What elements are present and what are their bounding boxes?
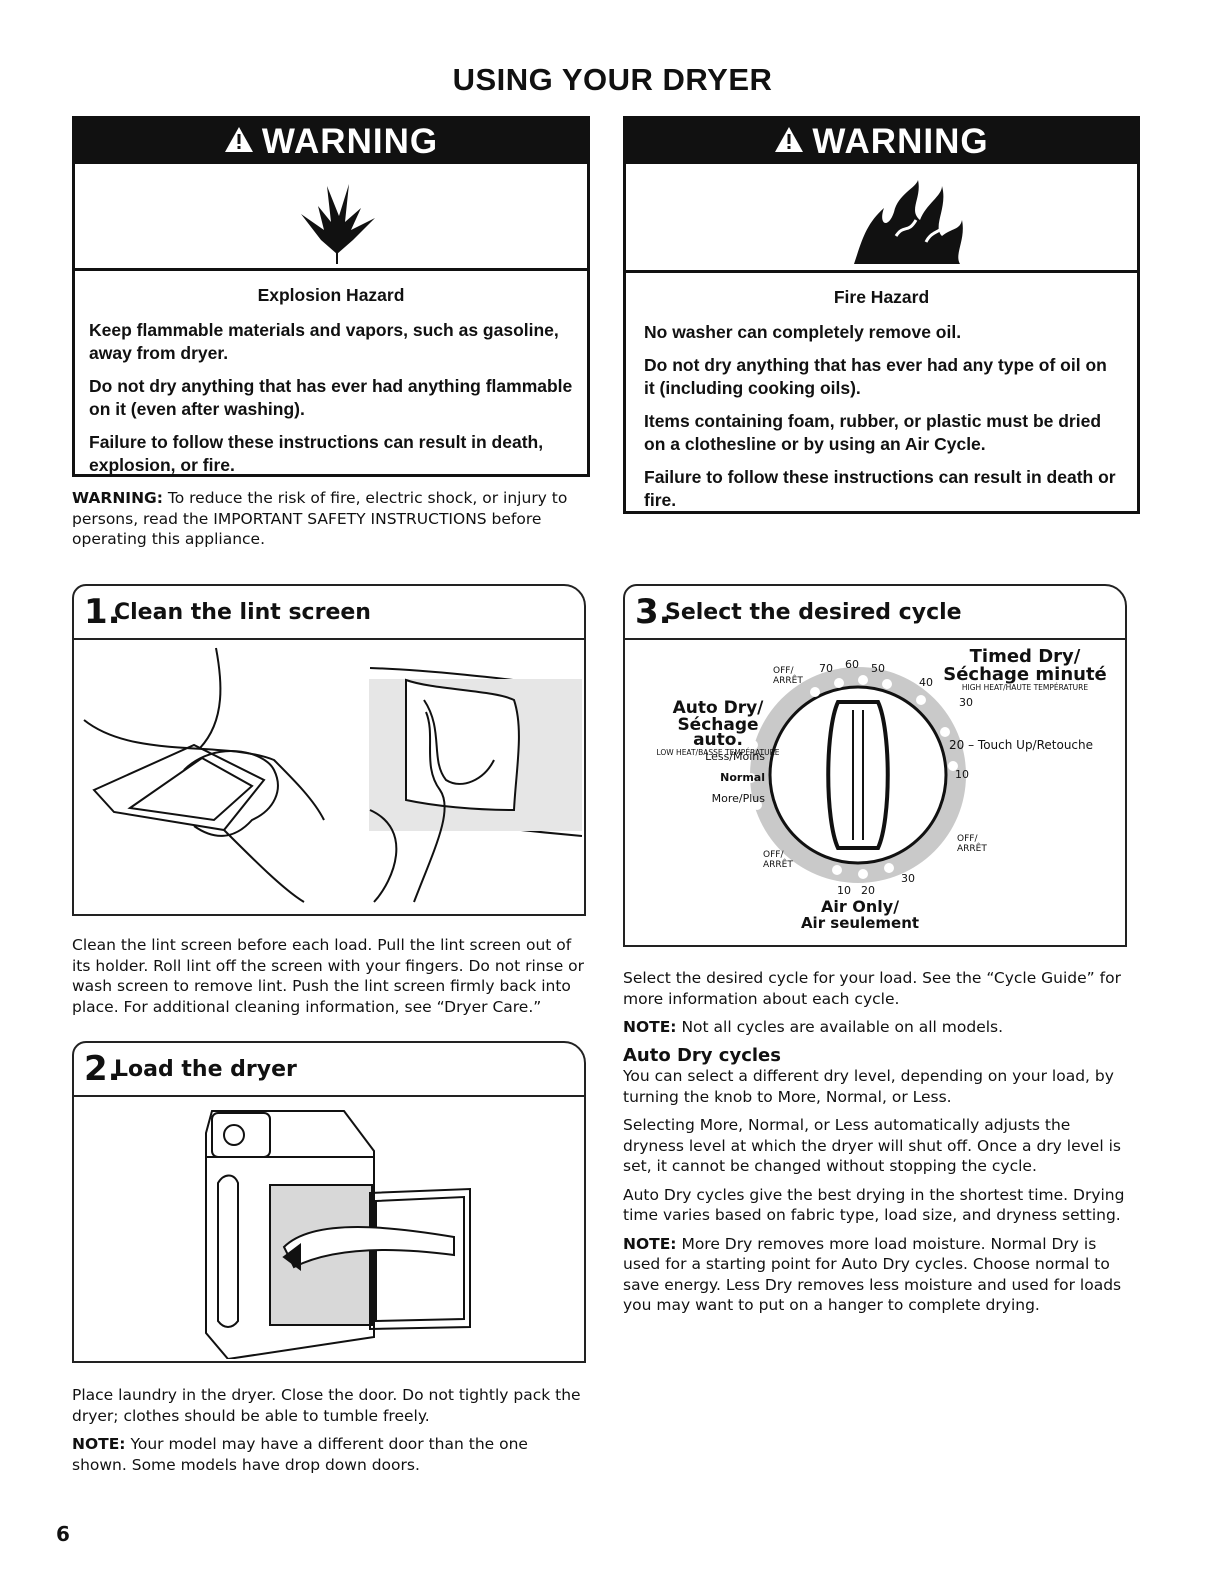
- step-2-box: 2. Load the dryer: [72, 1041, 586, 1363]
- more-label: More/Plus: [711, 792, 765, 805]
- step-3-header: 3. Select the desired cycle: [625, 586, 1125, 640]
- tick-10: 10: [955, 768, 969, 781]
- normal-label: Normal: [720, 771, 765, 784]
- step-title: Select the desired cycle: [665, 600, 962, 625]
- explosion-icon: [75, 164, 587, 271]
- warning-box-explosion: WARNING Explosion Hazard Keep flammable …: [72, 116, 590, 477]
- auto-dry-heading: Auto Dry cycles: [623, 1044, 781, 1066]
- warning-line: Keep flammable materials and vapors, suc…: [89, 320, 559, 363]
- off-label: OFF/ARRÊT: [773, 666, 803, 686]
- page-title: USING YOUR DRYER: [452, 62, 773, 97]
- hazard-title: Fire Hazard: [833, 287, 930, 307]
- warning-header: WARNING: [75, 119, 587, 164]
- step-2-header: 2. Load the dryer: [74, 1043, 584, 1097]
- step-number: 3.: [635, 592, 672, 632]
- tick-40: 40: [919, 676, 933, 689]
- safety-note-label: WARNING:: [72, 489, 163, 507]
- air-tick-30: 30: [901, 872, 915, 885]
- step-number: 1.: [84, 592, 121, 632]
- warning-line: Do not dry anything that has ever had an…: [89, 376, 573, 419]
- step-1-header: 1. Clean the lint screen: [74, 586, 584, 640]
- note-label: NOTE:: [72, 1435, 126, 1453]
- tick-70: 70: [819, 662, 833, 675]
- step-2-text: Place laundry in the dryer. Close the do…: [72, 1386, 581, 1474]
- step-title: Clean the lint screen: [114, 600, 371, 625]
- off-label: OFF/ARRÊT: [763, 850, 793, 870]
- warning-line: No washer can completely remove oil.: [644, 322, 962, 342]
- hazard-title: Explosion Hazard: [257, 285, 405, 305]
- step-1-box: 1. Clean the lint screen: [72, 584, 586, 916]
- warning-line: Failure to follow these instructions can…: [644, 467, 1116, 510]
- step-1-text: Clean the lint screen before each load. …: [72, 936, 585, 1016]
- air-tick-10: 10: [837, 884, 851, 897]
- air-tick-20: 20: [861, 884, 875, 897]
- warning-line: Failure to follow these instructions can…: [89, 432, 544, 475]
- tick-30: 30: [959, 696, 973, 709]
- safety-note: WARNING: To reduce the risk of fire, ele…: [72, 488, 572, 550]
- lint-screen-illustration: [74, 640, 583, 916]
- warning-line: Do not dry anything that has ever had an…: [644, 355, 1107, 398]
- warning-header: WARNING: [626, 119, 1137, 164]
- dryer-illustration: [74, 1097, 582, 1363]
- warning-triangle-icon: [224, 119, 254, 165]
- safety-note-text: To reduce the risk of fire, electric sho…: [72, 489, 568, 548]
- auto-dry-label: Auto Dry/ Séchage auto. LOW HEAT/BASSE T…: [656, 698, 780, 757]
- warning-triangle-icon: [774, 119, 804, 165]
- touch-up-label: 20 – Touch Up/Retouche: [949, 738, 1094, 752]
- fire-icon: [626, 164, 1137, 273]
- off-label: OFF/ARRÊT: [957, 834, 987, 854]
- tick-60: 60: [845, 658, 859, 671]
- note-label: NOTE:: [623, 1018, 677, 1036]
- warning-line: Items containing foam, rubber, or plasti…: [644, 411, 1102, 454]
- less-label: Less/Moins: [705, 750, 765, 763]
- page-number: 6: [56, 1522, 70, 1546]
- step-3-box: 3. Select the desired cycle Timed Dry/ S…: [623, 584, 1127, 947]
- note-label: NOTE:: [623, 1234, 677, 1253]
- step-number: 2.: [84, 1049, 121, 1089]
- step-title: Load the dryer: [114, 1057, 297, 1082]
- step-3-text: Select the desired cycle for your load. …: [623, 968, 1128, 1324]
- cycle-dial: Timed Dry/ Séchage minuté HIGH HEAT/HAUT…: [625, 640, 1123, 940]
- timed-dry-label: Timed Dry/ Séchage minuté HIGH HEAT/HAUT…: [943, 646, 1107, 692]
- air-only-label: Air Only/ Air seulement: [800, 897, 920, 932]
- tick-50: 50: [871, 662, 885, 675]
- warning-box-fire: WARNING Fire Hazard No washer can comple…: [623, 116, 1140, 514]
